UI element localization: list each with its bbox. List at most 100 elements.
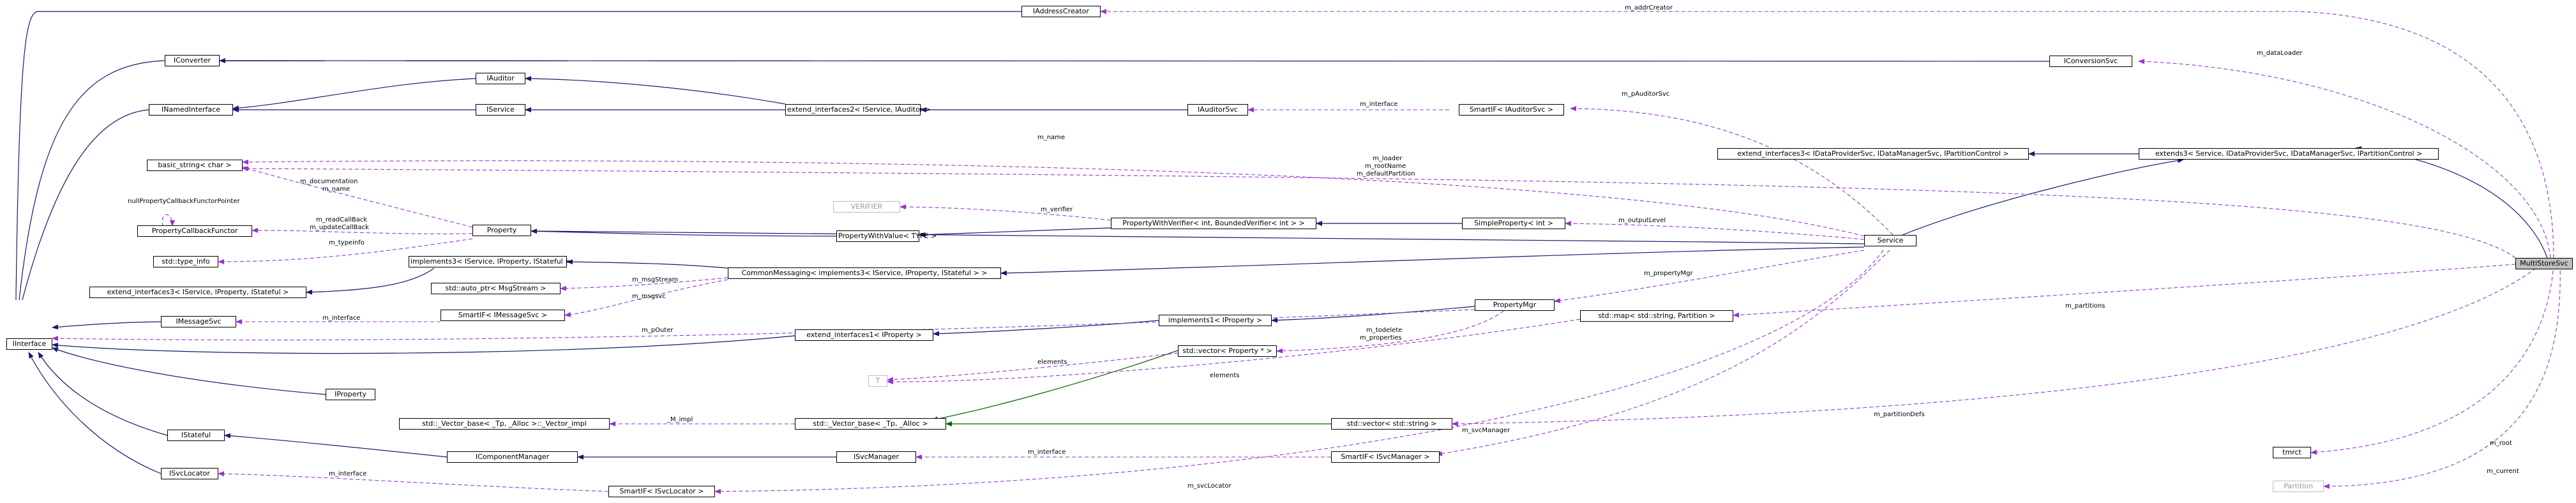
label-m-name-property: m_name bbox=[322, 186, 350, 193]
label-m-msgsvc: m_msgsvc bbox=[632, 293, 666, 300]
node-smartif-iauditorsvc[interactable]: SmartIF< IAuditorSvc > bbox=[1459, 104, 1564, 116]
node-vector-base-impl[interactable]: std::_Vector_base< _Tp, _Alloc >::_Vecto… bbox=[399, 418, 610, 430]
edge-vecprop-t bbox=[887, 352, 1179, 382]
label-m-addrcreator: m_addrCreator bbox=[1625, 4, 1673, 11]
node-propertycallbackfunctor[interactable]: PropertyCallbackFunctor bbox=[137, 225, 252, 237]
node-extend-interfaces1[interactable]: extend_interfaces1< IProperty > bbox=[795, 329, 933, 341]
edge-property-basicstring bbox=[242, 166, 473, 228]
label-m-propertymgr: m_propertyMgr bbox=[1644, 270, 1693, 277]
edge-commonmsg-impl3 bbox=[566, 259, 728, 269]
label-m-typeinfo: m_typeinfo bbox=[329, 239, 365, 246]
edge-commonmsg-autoptr bbox=[560, 277, 728, 291]
node-iaddresscreator[interactable]: IAddressCreator bbox=[1021, 6, 1101, 17]
label-m-dataloader: m_dataLoader bbox=[2257, 50, 2303, 57]
edge-multistore-stdmap bbox=[1733, 264, 2516, 318]
edge-pwverifier-pwv bbox=[919, 227, 1111, 237]
node-vector-string[interactable]: std::vector< std::string > bbox=[1331, 418, 1452, 430]
edge-multistore-basicstring bbox=[242, 166, 2516, 259]
node-extends3[interactable]: extends3< Service, IDataProviderSvc, IDa… bbox=[2139, 148, 2439, 160]
edge-pwverifier-verifier bbox=[900, 204, 1111, 221]
node-propertywithverifier[interactable]: PropertyWithVerifier< int, BoundedVerifi… bbox=[1111, 218, 1316, 229]
node-iconverter[interactable]: IConverter bbox=[165, 55, 220, 66]
node-property[interactable]: Property bbox=[472, 225, 531, 236]
label-nullpropertycallbackfunctorpointer: nullPropertyCallbackFunctorPointer bbox=[128, 198, 240, 205]
node-service[interactable]: Service bbox=[1864, 235, 1917, 246]
label-m-svclocator: m_svcLocator bbox=[1187, 483, 1232, 490]
node-verifier[interactable]: VERIFIER bbox=[833, 201, 900, 213]
node-multistoresvc[interactable]: MultiStoreSvc bbox=[2515, 258, 2573, 269]
node-isvclocator[interactable]: ISvcLocator bbox=[161, 468, 218, 479]
label-m-impl: _M_impl bbox=[667, 416, 693, 423]
label-m-partitions: m_partitions bbox=[2065, 303, 2105, 310]
node-ext2[interactable]: extend_interfaces2< IService, IAuditor > bbox=[785, 104, 931, 116]
node-partition[interactable]: Partition bbox=[2273, 481, 2324, 492]
edge-commonmsg-smartifmsg bbox=[564, 279, 728, 317]
label-m-properties: m_properties bbox=[1360, 334, 1402, 342]
label-m-msgstream: m_msgStream bbox=[632, 276, 679, 283]
node-iinterface[interactable]: IInterface bbox=[6, 338, 52, 350]
node-isvcmanager[interactable]: ISvcManager bbox=[836, 451, 916, 463]
edge-propertymgr-vecprop bbox=[1276, 310, 1504, 354]
edge-pcfp-self bbox=[162, 214, 175, 227]
node-implements1[interactable]: implements1< IProperty > bbox=[1159, 315, 1272, 326]
node-inamedinterface[interactable]: INamedInterface bbox=[149, 104, 233, 116]
edge-service-propertymgr bbox=[1554, 250, 1865, 303]
node-auto-ptr[interactable]: std::auto_ptr< MsgStream > bbox=[431, 283, 561, 294]
node-basic-string[interactable]: basic_string< char > bbox=[147, 160, 243, 171]
edge-stdmap-t bbox=[887, 319, 1581, 385]
node-istateful[interactable]: IStateful bbox=[167, 430, 225, 441]
label-m-interface-msg: m_interface bbox=[322, 315, 361, 322]
edge-property-pcfp bbox=[252, 227, 473, 234]
edge-service-property bbox=[531, 230, 1865, 244]
label-m-svcmanager: m_svcManager bbox=[1462, 427, 1510, 434]
label-m-name: m_name bbox=[1037, 134, 1066, 141]
node-icomponentmanager[interactable]: IComponentManager bbox=[447, 451, 578, 463]
edge-inamedinterface-iinterface bbox=[22, 109, 149, 301]
node-iproperty[interactable]: IProperty bbox=[326, 389, 375, 400]
node-iservice[interactable]: IService bbox=[476, 104, 525, 116]
edge-smartifsvcloc-isvclocator bbox=[218, 471, 609, 492]
node-implements3[interactable]: implements3< IService, IProperty, IState… bbox=[409, 256, 571, 267]
edge-extif1-iinterface bbox=[52, 335, 795, 354]
edge-service-commonmsg bbox=[1000, 246, 1865, 276]
edge-multistore-partition bbox=[2323, 264, 2561, 489]
edge-multistore-iconversionsvc bbox=[2138, 59, 2551, 259]
node-simpleproperty[interactable]: SimpleProperty< int > bbox=[1462, 218, 1565, 229]
label-m-interface-svcloc: m_interface bbox=[329, 470, 367, 477]
label-elements-map: elements bbox=[1210, 372, 1240, 379]
edge-multistore-tmrct bbox=[2310, 264, 2554, 455]
node-propertymgr[interactable]: PropertyMgr bbox=[1475, 299, 1555, 311]
node-vector-base[interactable]: std::_Vector_base< _Tp, _Alloc > bbox=[795, 418, 946, 430]
edge-impl3-extif3 bbox=[306, 267, 435, 295]
node-smartif-isvcmanager[interactable]: SmartIF< ISvcManager > bbox=[1331, 451, 1440, 463]
label-m-rootname: m_rootName bbox=[1365, 163, 1406, 170]
node-iauditorsvc[interactable]: IAuditorSvc bbox=[1187, 104, 1248, 116]
edge-vecprop-vecbase bbox=[931, 350, 1179, 422]
node-commonmessaging[interactable]: CommonMessaging< implements3< IService, … bbox=[728, 267, 1001, 279]
label-m-interface-svcmgr: m_interface bbox=[1028, 449, 1066, 456]
edge-pwv-property bbox=[531, 229, 837, 237]
node-smartif-imessagesvc[interactable]: SmartIF< IMessageSvc > bbox=[441, 310, 565, 321]
node-extend-interfaces3-data[interactable]: extend_interfaces3< IDataProviderSvc, ID… bbox=[1717, 148, 2029, 160]
label-m-documentation: m_documentation bbox=[300, 178, 358, 185]
node-iauditor[interactable]: IAuditor bbox=[476, 73, 525, 84]
node-imessagesvc[interactable]: IMessageSvc bbox=[161, 316, 236, 327]
node-tmrct[interactable]: tmrct bbox=[2273, 447, 2311, 458]
label-m-readcallback: m_readCallBack bbox=[316, 216, 368, 223]
label-m-outputlevel: m_outputLevel bbox=[1618, 217, 1666, 224]
node-t[interactable]: T bbox=[868, 375, 887, 387]
node-vector-property[interactable]: std::vector< Property * > bbox=[1178, 345, 1277, 357]
node-smartif-isvclocator[interactable]: SmartIF< ISvcLocator > bbox=[608, 486, 715, 497]
edge-service-smartifauditor bbox=[1570, 106, 1894, 236]
edge-ext2-iauditor bbox=[525, 76, 786, 105]
node-std-map[interactable]: std::map< std::string, Partition > bbox=[1580, 310, 1733, 322]
edge-multistore-iaddresscreator bbox=[1100, 9, 2554, 259]
edge-istateful-iinterface bbox=[38, 352, 168, 436]
label-m-pauditorsvc: m_pAuditorSvc bbox=[1622, 91, 1670, 98]
node-extend-interfaces3-svc[interactable]: extend_interfaces3< IService, IProperty,… bbox=[89, 287, 306, 298]
node-iconversionsvc[interactable]: IConversionSvc bbox=[2049, 56, 2132, 67]
node-std-type-info[interactable]: std::type_info bbox=[153, 256, 218, 267]
node-propertywithvalue[interactable]: PropertyWithValue< TYPE > bbox=[836, 230, 937, 242]
edge-propertymgr-impl1 bbox=[1271, 306, 1475, 323]
label-m-interface-auditor: m_interface bbox=[1360, 101, 1398, 108]
